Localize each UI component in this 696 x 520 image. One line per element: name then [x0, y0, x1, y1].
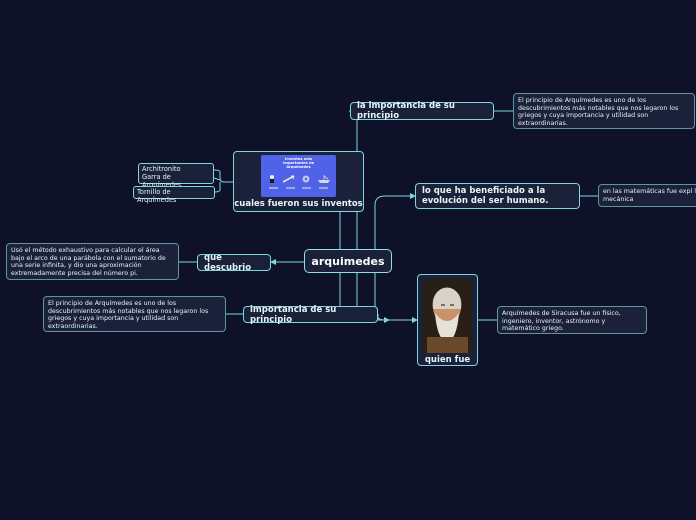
note-importancia-principio[interactable]: El principio de Arquímedes es uno de los…: [513, 93, 695, 129]
subtopic-tornillo[interactable]: Tornillo de Arquímedes: [133, 186, 215, 199]
topic-importancia-principio-label: la importancia de su principio: [357, 101, 487, 121]
arrowhead-bottom: [384, 317, 390, 323]
subtopic-tornillo-label: Tornillo de Arquímedes: [137, 188, 176, 204]
central-topic[interactable]: arquimedes: [304, 249, 392, 273]
topic-beneficiado[interactable]: lo que ha beneficiado a la evolución del…: [415, 183, 580, 209]
topic-que-descubrio-label: que descubrio: [204, 253, 264, 273]
topic-inventos-label: cuales fueron sus inventos: [234, 199, 363, 209]
arrow-icon: [282, 174, 296, 184]
connector-inventos-items-3: [214, 178, 220, 180]
ship-icon: [317, 174, 331, 184]
note-que-descubrio[interactable]: Usó el método exhaustivo para calcular e…: [6, 243, 179, 280]
note-importancia-principio-text: El principio de Arquímedes es uno de los…: [518, 97, 678, 127]
topic-importancia-bottom[interactable]: importancia de su principio: [243, 306, 378, 323]
connector-beneficiado: [375, 196, 415, 249]
central-topic-label: arquimedes: [311, 255, 384, 268]
gear-icon: [299, 174, 313, 184]
figure-icon: [266, 174, 278, 184]
note-beneficiado-text: en las matemáticas fue expl la mecánica: [603, 188, 696, 203]
note-quien-fue-text: Arquímedes de Siracusa fue un físico, in…: [502, 310, 621, 332]
topic-quien-fue-label: quien fue: [425, 355, 470, 365]
note-que-descubrio-text: Usó el método exhaustivo para calcular e…: [11, 247, 166, 277]
connector-quien: [375, 273, 418, 320]
note-importancia-bottom[interactable]: El principio de Arquímedes es uno de los…: [43, 296, 226, 332]
inventos-image: Inventos más importantes de Arquímedes: [261, 155, 336, 197]
note-importancia-bottom-text: El principio de Arquímedes es uno de los…: [48, 300, 208, 330]
archimedes-portrait-icon: [423, 279, 472, 353]
inventos-image-icons: [261, 174, 336, 184]
topic-que-descubrio[interactable]: que descubrio: [197, 254, 271, 271]
note-beneficiado[interactable]: en las matemáticas fue expl la mecánica: [598, 184, 696, 207]
topic-importancia-principio[interactable]: la importancia de su principio: [350, 102, 494, 120]
topic-quien-fue[interactable]: quien fue: [417, 274, 478, 366]
subtopic-architronito-garra[interactable]: Architronito Garra de Arquímedes: [138, 163, 214, 184]
note-quien-fue[interactable]: Arquímedes de Siracusa fue un físico, in…: [497, 306, 647, 334]
topic-importancia-bottom-label: importancia de su principio: [250, 305, 371, 325]
connector-inventos-items: [214, 170, 233, 182]
topic-beneficiado-label: lo que ha beneficiado a la evolución del…: [422, 186, 573, 206]
inventos-image-captions: [261, 187, 336, 189]
topic-inventos[interactable]: Inventos más importantes de Arquímedes: [233, 151, 364, 212]
inventos-image-title: Inventos más importantes de Arquímedes: [261, 155, 336, 170]
